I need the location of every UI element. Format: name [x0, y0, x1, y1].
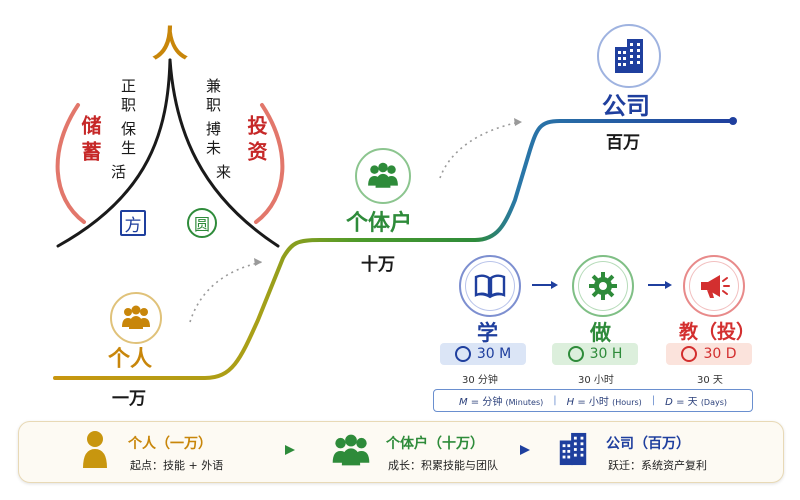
units-legend: M = 分钟 (Minutes) | H = 小时 (Hours) | D = … [433, 389, 753, 412]
clock-icon [567, 346, 584, 362]
book-icon [474, 274, 506, 299]
right-caption-col3: 来 [214, 164, 232, 179]
legend-self-employed-desc: 成长：积累技能与团队 [388, 459, 498, 472]
unit-minutes: M = 分钟 (Minutes) [458, 397, 544, 408]
company-label: 公司 [602, 91, 650, 120]
clock-icon [681, 346, 698, 362]
unit-days: D = 天 (Days) [665, 397, 728, 408]
dotted-arrow-1 [189, 261, 263, 323]
growth-path [53, 119, 735, 380]
path-end-dot [729, 117, 737, 125]
legend-company-title: 公司（百万） [606, 436, 690, 452]
right-caption-col2: 搏未 [204, 121, 222, 159]
learn-icon-circle [459, 255, 521, 317]
invest-label: 投资 [244, 115, 268, 167]
individual-icon-circle [110, 292, 162, 344]
do-label: 做 [590, 320, 611, 345]
building-icon [559, 432, 587, 466]
person-char: 人 [152, 23, 189, 65]
left-caption-col2: 保生 [119, 121, 137, 159]
teach-caption: 30 天 [697, 375, 723, 386]
individual-label: 个人 [108, 346, 153, 372]
unit-separator: | [553, 395, 557, 406]
round-char: 圆 [187, 208, 217, 238]
people-icon [368, 162, 398, 188]
self-employed-label: 个体户 [346, 210, 413, 236]
person-icon [83, 431, 107, 468]
right-caption-col1: 兼职 [204, 78, 222, 116]
legend-arrow-1 [285, 445, 295, 455]
company-amount: 百万 [606, 133, 640, 153]
company-icon-circle [597, 24, 661, 88]
left-caption-col3: 活 [109, 164, 127, 179]
people-icon [122, 305, 150, 329]
savings-label: 储蓄 [78, 115, 102, 167]
do-icon-circle [572, 255, 634, 317]
legend-arrow-2 [520, 445, 530, 455]
learn-time-badge: 30 M [440, 343, 526, 365]
figure-stroke-left [56, 58, 172, 248]
do-time-badge: 30 H [552, 343, 638, 365]
learn-caption: 30 分钟 [462, 375, 498, 386]
individual-amount: 一万 [112, 389, 146, 409]
clock-icon [454, 346, 471, 362]
learn-time: 30 M [476, 346, 512, 362]
figure-stroke-right [168, 58, 280, 248]
savings-arc [55, 103, 86, 224]
legend-self-employed-title: 个体户（十万） [386, 436, 484, 452]
teach-icon-circle [683, 255, 745, 317]
do-time: 30 H [589, 346, 623, 362]
building-icon [615, 39, 643, 73]
legend-company-desc: 跃迁：系统资产复利 [608, 459, 707, 472]
megaphone-icon [701, 275, 730, 298]
teach-label: 教（投） [679, 321, 756, 343]
unit-separator: | [651, 395, 656, 406]
legend-card [18, 421, 784, 483]
legend-individual-desc: 起点：技能 + 外语 [130, 459, 224, 472]
legend-individual-title: 个人（一万） [128, 436, 212, 452]
do-caption: 30 小时 [578, 375, 614, 386]
dotted-arrow-2 [439, 121, 521, 179]
square-char: 方 [120, 210, 146, 236]
teach-time: 30 D [703, 346, 737, 362]
teach-time-badge: 30 D [666, 343, 752, 365]
learn-label: 学 [477, 320, 498, 345]
self-employed-icon-circle [355, 148, 411, 204]
unit-hours: H = 小时 (Hours) [566, 397, 642, 408]
people-icon [332, 434, 370, 466]
left-caption-col1: 正职 [119, 78, 137, 116]
self-employed-amount: 十万 [361, 255, 395, 275]
invest-arc [254, 103, 285, 224]
gear-icon [589, 272, 617, 300]
